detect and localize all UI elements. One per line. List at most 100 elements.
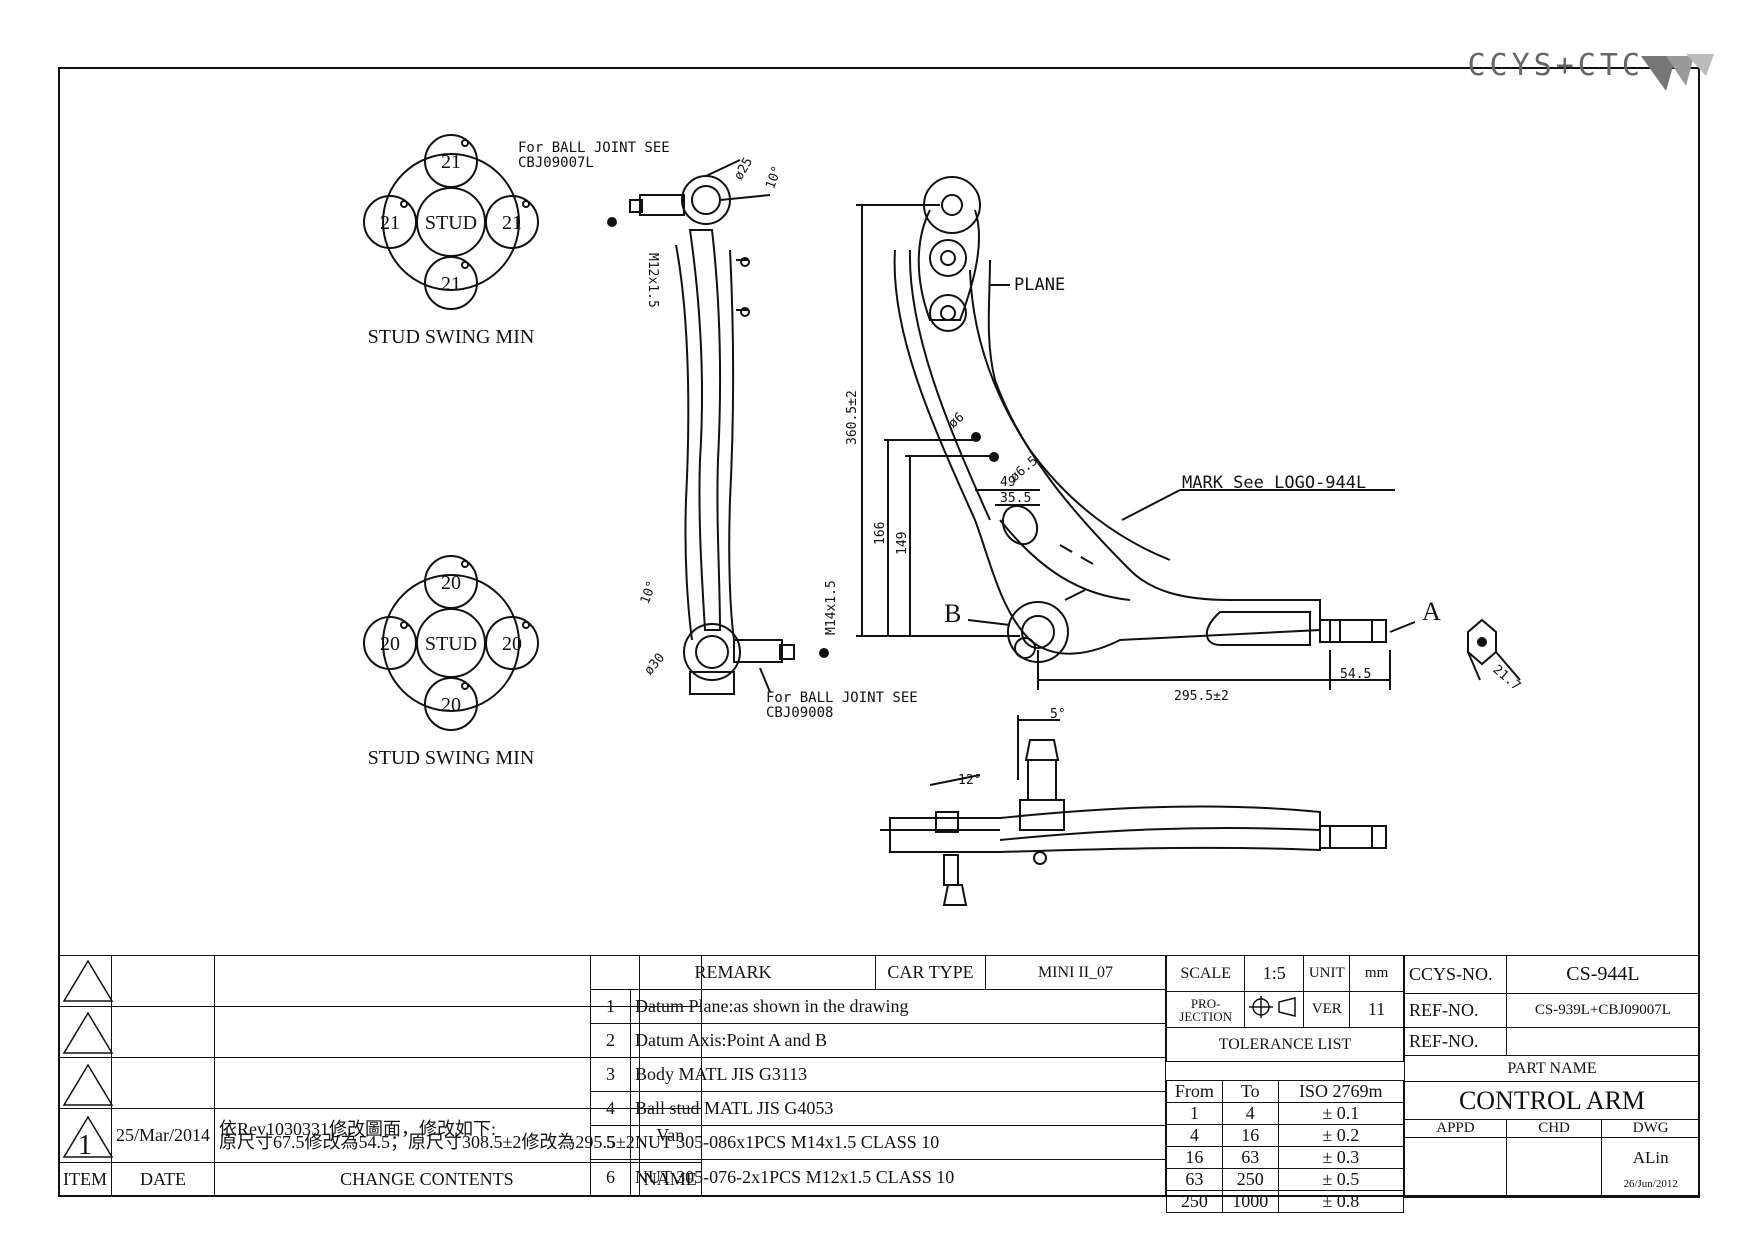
logo-mark-icon <box>1641 54 1714 91</box>
tol-cell: 63 <box>1221 1146 1279 1169</box>
dwg-sign: ALin 26/Jun/2012 <box>1601 1137 1700 1198</box>
remark-no: 1 <box>590 989 631 1024</box>
technical-drawing: STUD 21 21 21 21 STUD SWING MIN STUD 20 … <box>363 134 1524 906</box>
stud-swing-diagram-2 <box>363 555 539 731</box>
tol-cell: 63 <box>1166 1168 1223 1191</box>
phi25-label: ø25 <box>731 155 756 183</box>
header-change: CHANGE CONTENTS <box>214 1162 640 1196</box>
dim-49-label: 49 <box>1000 475 1016 490</box>
header-date: DATE <box>111 1162 215 1196</box>
stud-swing-diagram-1 <box>363 134 539 310</box>
ref-no-label-2: REF-NO. <box>1404 1027 1507 1056</box>
stud1-top: 21 <box>441 151 461 173</box>
remark-no: 6 <box>590 1159 631 1196</box>
phi6-label: ø6 <box>946 410 968 432</box>
appd-label: APPD <box>1404 1119 1507 1138</box>
ref-no-value-2 <box>1505 1027 1701 1056</box>
tol-cell: 1 <box>1166 1102 1223 1125</box>
stud1-right: 21 <box>502 212 522 234</box>
control-arm-side-view <box>880 715 1387 906</box>
remark-no: 3 <box>590 1057 631 1092</box>
tol-cell: ± 0.3 <box>1277 1146 1405 1169</box>
revision-change: 依Rev1030331修改圖面，修改如下: 原尺寸67.5修改為54.5；原尺寸… <box>214 1108 640 1163</box>
scale-table: SCALE 1:5 UNIT mm PRO- JECTION VER 11 TO… <box>1165 955 1404 1062</box>
third-angle-projection-icon <box>1249 996 1297 1018</box>
tol-header-from: From <box>1166 1080 1223 1103</box>
unit-value: mm <box>1349 955 1404 992</box>
datum-b-label: B <box>944 599 961 628</box>
m14-label: M14x1.5 <box>824 580 839 635</box>
dwg-label: DWG <box>1601 1119 1700 1138</box>
ball-joint-bottom-ref: CBJ09008 <box>766 705 833 721</box>
deg10-bottom-label: 10° <box>638 579 660 606</box>
company-logo: CCYS+CTC <box>1467 48 1644 83</box>
remark-no: 5 <box>590 1125 631 1160</box>
remark-text: Ball stud MATL JIS G4053 <box>630 1091 1166 1126</box>
chd-label: CHD <box>1505 1119 1603 1138</box>
tol-cell: ± 0.1 <box>1277 1102 1405 1125</box>
phi30-label: ø30 <box>642 651 669 679</box>
deg12-label: 12° <box>958 773 981 788</box>
drawing-frame <box>58 67 1700 1197</box>
ccys-no-value: CS-944L <box>1505 955 1701 994</box>
tol-cell: 16 <box>1221 1124 1279 1147</box>
tol-header-iso: ISO 2769m <box>1277 1080 1405 1103</box>
scale-value: 1:5 <box>1244 955 1305 992</box>
tol-cell: 250 <box>1166 1190 1223 1213</box>
remark-no: 4 <box>590 1091 631 1126</box>
dim-166-label: 166 <box>873 522 888 545</box>
remark-text: NUT 305-076-2x1PCS M12x1.5 CLASS 10 <box>630 1159 1166 1196</box>
ref-no-label-1: REF-NO. <box>1404 993 1507 1028</box>
remark-no: 2 <box>590 1023 631 1058</box>
car-type-label: CAR TYPE <box>875 955 986 990</box>
stud2-left: 20 <box>380 633 400 655</box>
stud1-left: 21 <box>380 212 400 234</box>
remark-text: Datum Axis:Point A and B <box>630 1023 1166 1058</box>
drawn-date: 26/Jun/2012 <box>1623 1178 1678 1190</box>
dim-545-label: 54.5 <box>1340 667 1371 682</box>
revision-item: 1 <box>58 1108 112 1163</box>
revision-change-line2: 原尺寸67.5修改為54.5；原尺寸308.5±2修改為295.5±2 <box>219 1131 635 1152</box>
ccys-no-label: CCYS-NO. <box>1404 955 1507 994</box>
remark-header: REMARK <box>590 955 876 990</box>
revision-date: 25/Mar/2014 <box>111 1108 215 1163</box>
tol-cell: 4 <box>1166 1124 1223 1147</box>
projection-label: PRO- JECTION <box>1165 991 1246 1028</box>
car-type-value: MINI II_07 <box>985 955 1166 990</box>
tol-cell: 16 <box>1166 1146 1223 1169</box>
scale-label: SCALE <box>1165 955 1246 992</box>
ball-joint-top-ref: CBJ09007L <box>518 155 594 171</box>
stud1-center: STUD <box>425 212 477 234</box>
tolerance-title: TOLERANCE LIST <box>1166 1027 1404 1062</box>
revision-table: 1 25/Mar/2014 依Rev1030331修改圖面，修改如下: 原尺寸6… <box>58 955 702 1197</box>
ver-value: 11 <box>1349 991 1404 1028</box>
remark-text: Body MATL JIS G3113 <box>630 1057 1166 1092</box>
ball-joint-top-label: For BALL JOINT SEE <box>518 140 670 156</box>
tol-cell: ± 0.5 <box>1277 1168 1405 1191</box>
tol-cell: ± 0.8 <box>1277 1190 1405 1213</box>
dim-360-label: 360.5±2 <box>845 390 860 445</box>
side-view-arm <box>607 159 829 695</box>
m12-label: M12x1.5 <box>645 253 660 308</box>
stud2-bottom: 20 <box>441 694 461 716</box>
stud2-center: STUD <box>425 633 477 655</box>
revision-change-line1: 依Rev1030331修改圖面，修改如下: <box>219 1118 496 1139</box>
stud2-top: 20 <box>441 572 461 594</box>
tol-cell: 4 <box>1221 1102 1279 1125</box>
unit-label: UNIT <box>1303 955 1351 992</box>
plane-label: PLANE <box>1014 275 1065 295</box>
tol-cell: ± 0.2 <box>1277 1124 1405 1147</box>
appd-sign <box>1404 1137 1507 1198</box>
ref-no-value-1: CS-939L+CBJ09007L <box>1505 993 1701 1028</box>
part-name: CONTROL ARM <box>1404 1081 1700 1120</box>
drawn-by: ALin <box>1632 1148 1669 1167</box>
dim-217-label: 21.7 <box>1490 662 1524 694</box>
dim-355-label: 35.5 <box>1000 491 1031 506</box>
part-info-table: CCYS-NO. CS-944L REF-NO. CS-939L+CBJ0900… <box>1404 955 1701 1198</box>
projection-symbol <box>1244 991 1305 1028</box>
tol-header-to: To <box>1221 1080 1279 1103</box>
deg5-label: 5° <box>1050 707 1066 722</box>
datum-a-label: A <box>1422 597 1441 626</box>
ver-label: VER <box>1303 991 1351 1028</box>
